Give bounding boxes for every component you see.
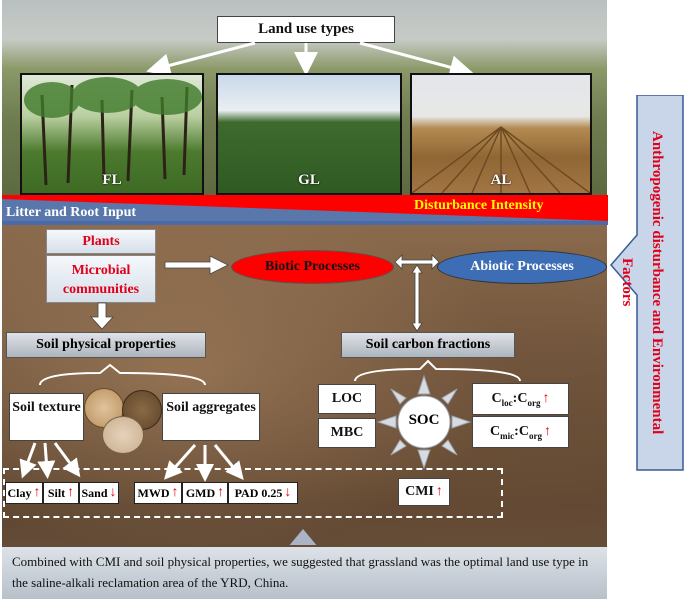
sand-box: Sand↓ bbox=[79, 482, 119, 504]
arrow-down-icon: ↓ bbox=[109, 485, 117, 500]
arrow-up-icon: ↑ bbox=[435, 484, 443, 499]
arrow-up-icon: ↑ bbox=[33, 485, 41, 500]
arable-land-label: AL bbox=[490, 172, 512, 188]
arrow-up-icon: ↑ bbox=[171, 485, 179, 500]
loc-box: LOC bbox=[318, 384, 376, 414]
land-use-title: Land use types bbox=[217, 16, 395, 43]
gradient-band bbox=[2, 195, 608, 225]
gmd-box: GMD↑ bbox=[182, 482, 228, 504]
soil-texture-box: Soil texture bbox=[9, 393, 84, 441]
title-arrows bbox=[146, 41, 474, 79]
cmic-corg-box: Cmic:Corg↑ bbox=[472, 416, 569, 448]
silt-box: Silt↑ bbox=[43, 482, 79, 504]
soil-arrows bbox=[19, 254, 521, 545]
mbc-box: MBC bbox=[318, 418, 376, 448]
forest-land-photo: FL bbox=[20, 73, 204, 195]
arrow-down-icon: ↓ bbox=[284, 485, 292, 500]
abiotic-processes: Abiotic Processes bbox=[437, 250, 607, 284]
arrow-up-icon: ↑ bbox=[542, 391, 550, 406]
cloc-corg-box: Cloc:Corg↑ bbox=[472, 383, 569, 415]
grass-land-photo: GL bbox=[216, 73, 402, 195]
soil-aggregates-box: Soil aggregates bbox=[162, 393, 260, 441]
soc-sun-shape bbox=[376, 374, 472, 470]
clay-box: Clay↑ bbox=[5, 482, 43, 504]
cmi-box: CMI↑ bbox=[398, 478, 450, 506]
arrow-up-icon: ↑ bbox=[543, 424, 551, 439]
soil-carbon-title: Soil carbon fractions bbox=[341, 332, 515, 358]
arrow-up-icon: ↑ bbox=[67, 485, 75, 500]
arable-land-photo: AL bbox=[410, 73, 592, 195]
soil-sample-images bbox=[84, 388, 162, 454]
pad-box: PAD 0.25↓ bbox=[228, 482, 298, 504]
litter-root-label: Litter and Root Input bbox=[6, 205, 137, 220]
microbial-box: Microbial communities bbox=[46, 255, 156, 303]
mwd-box: MWD↑ bbox=[134, 482, 182, 504]
disturbance-label: Disturbance Intensity bbox=[414, 198, 544, 213]
side-label: Anthropogenic disturbance and Environmen… bbox=[619, 130, 665, 435]
arrow-up-icon: ↑ bbox=[217, 485, 225, 500]
biotic-processes: Biotic Processes bbox=[231, 250, 394, 284]
results-dashed-frame bbox=[3, 468, 503, 518]
side-arrow bbox=[610, 95, 684, 471]
plants-box: Plants bbox=[46, 229, 156, 254]
grass-land-label: GL bbox=[298, 172, 320, 188]
soc-label: SOC bbox=[408, 412, 440, 428]
forest-land-label: FL bbox=[102, 172, 122, 188]
conclusion-box: Combined with CMI and soil physical prop… bbox=[2, 547, 607, 599]
soil-physical-title: Soil physical properties bbox=[6, 332, 206, 358]
